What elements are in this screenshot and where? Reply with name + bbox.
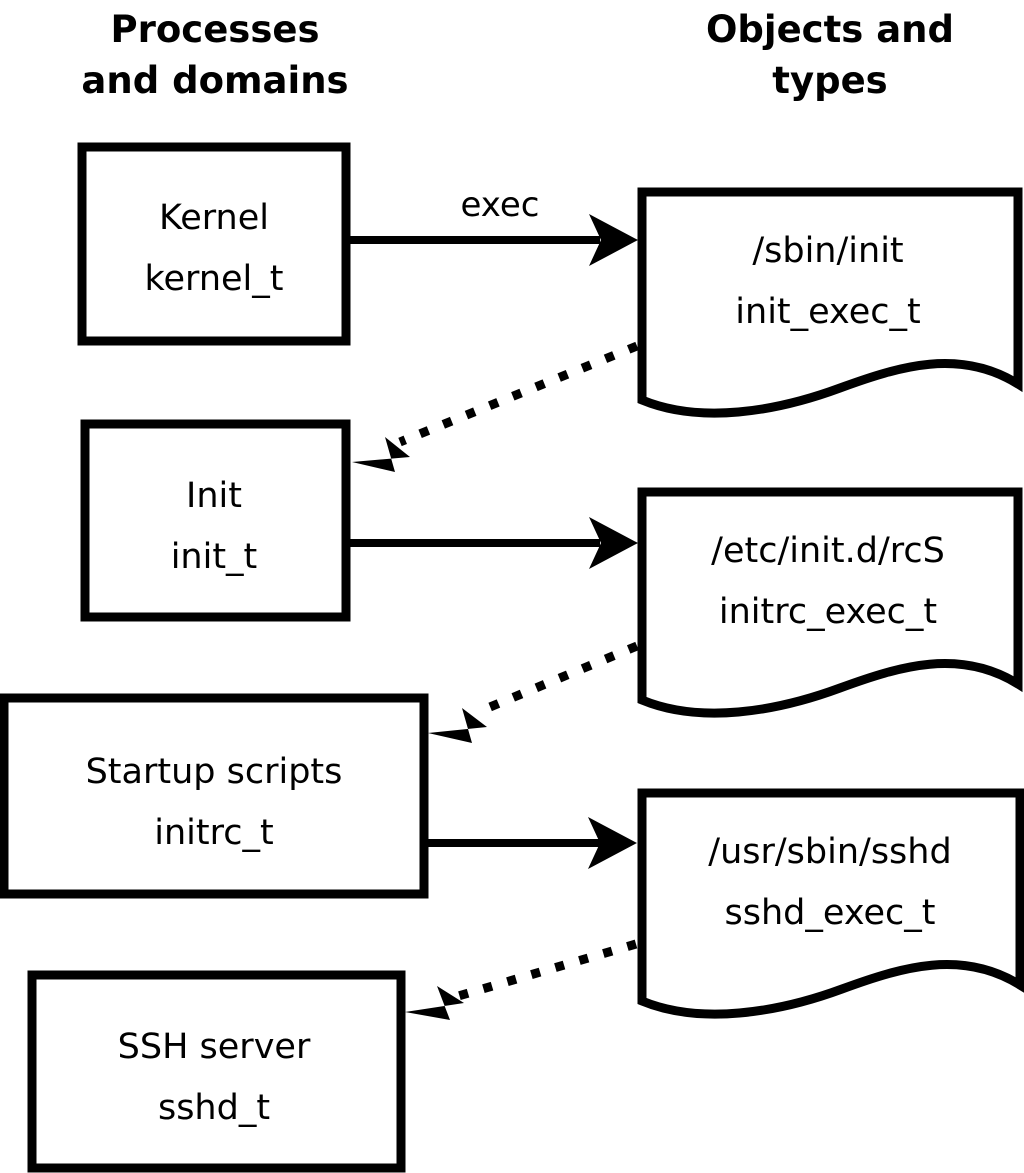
- edge-init-exec-transition-init: [352, 341, 639, 472]
- object-node-sshd-exec-line2: sshd_exec_t: [725, 893, 936, 933]
- edge-init-exec-arrowhead: [589, 517, 638, 569]
- process-node-init[interactable]: Init init_t: [80, 419, 351, 622]
- object-node-initrc-exec-line1: /etc/init.d/rcS: [711, 531, 945, 571]
- column-header-processes: Processes and domains: [81, 8, 348, 102]
- process-node-init-line2: init_t: [171, 537, 258, 577]
- process-node-initrc-box[interactable]: [0, 693, 429, 899]
- process-node-kernel-box[interactable]: [77, 142, 351, 346]
- edge-init-exec-initrc-exec: [350, 517, 638, 569]
- process-node-init-line1: Init: [186, 476, 242, 516]
- process-node-sshd-box[interactable]: [27, 970, 406, 1173]
- edge-initrc-exec-arrowhead: [588, 817, 637, 869]
- edge-label-exec: exec: [460, 185, 539, 225]
- process-node-sshd-line1: SSH server: [118, 1027, 311, 1067]
- object-node-sshd-exec[interactable]: /usr/sbin/sshd sshd_exec_t: [637, 788, 1024, 1019]
- edge-initrc-exec-transition-initrc: [428, 641, 639, 743]
- object-node-initrc-exec-document[interactable]: [637, 487, 1023, 718]
- edge-sshd-transition-arrowhead: [405, 986, 464, 1020]
- edge-kernel-exec-arrowhead: [589, 214, 638, 266]
- column-header-objects-line1: Objects and: [706, 8, 954, 51]
- edge-initrc-transition-arrowhead: [428, 708, 487, 743]
- process-node-initrc-line1: Startup scripts: [86, 752, 343, 792]
- process-node-sshd-line2: sshd_t: [158, 1088, 270, 1128]
- column-header-objects-line2: types: [772, 59, 887, 102]
- edge-sshd-transition-line: [453, 939, 638, 1002]
- process-node-kernel-line2: kernel_t: [145, 259, 284, 299]
- object-node-sshd-exec-document[interactable]: [637, 788, 1024, 1019]
- object-node-init-exec[interactable]: /sbin/init init_exec_t: [637, 187, 1023, 418]
- process-node-initrc[interactable]: Startup scripts initrc_t: [0, 693, 429, 899]
- process-node-initrc-line2: initrc_t: [154, 813, 273, 853]
- edge-initrc-exec-sshd-exec: [428, 817, 637, 869]
- column-header-processes-line1: Processes: [111, 8, 320, 51]
- process-node-init-box[interactable]: [80, 419, 351, 622]
- object-node-sshd-exec-line1: /usr/sbin/sshd: [708, 832, 951, 872]
- edge-initrc-transition-line: [476, 641, 639, 717]
- object-node-initrc-exec[interactable]: /etc/init.d/rcS initrc_exec_t: [637, 487, 1023, 718]
- object-node-initrc-exec-line2: initrc_exec_t: [719, 592, 937, 632]
- edge-kernel-exec-init-exec: exec: [350, 185, 638, 266]
- column-header-processes-line2: and domains: [81, 59, 348, 102]
- object-node-init-exec-line1: /sbin/init: [752, 231, 903, 271]
- process-node-kernel-line1: Kernel: [159, 198, 269, 238]
- object-node-init-exec-document[interactable]: [637, 187, 1023, 418]
- process-node-kernel[interactable]: Kernel kernel_t: [77, 142, 351, 346]
- process-node-sshd[interactable]: SSH server sshd_t: [27, 970, 406, 1173]
- edge-sshd-exec-transition-sshd: [405, 939, 638, 1020]
- object-node-init-exec-line2: init_exec_t: [735, 292, 920, 332]
- edge-init-transition-line: [398, 341, 639, 447]
- edge-init-transition-arrowhead: [352, 437, 410, 472]
- column-header-objects: Objects and types: [706, 8, 954, 102]
